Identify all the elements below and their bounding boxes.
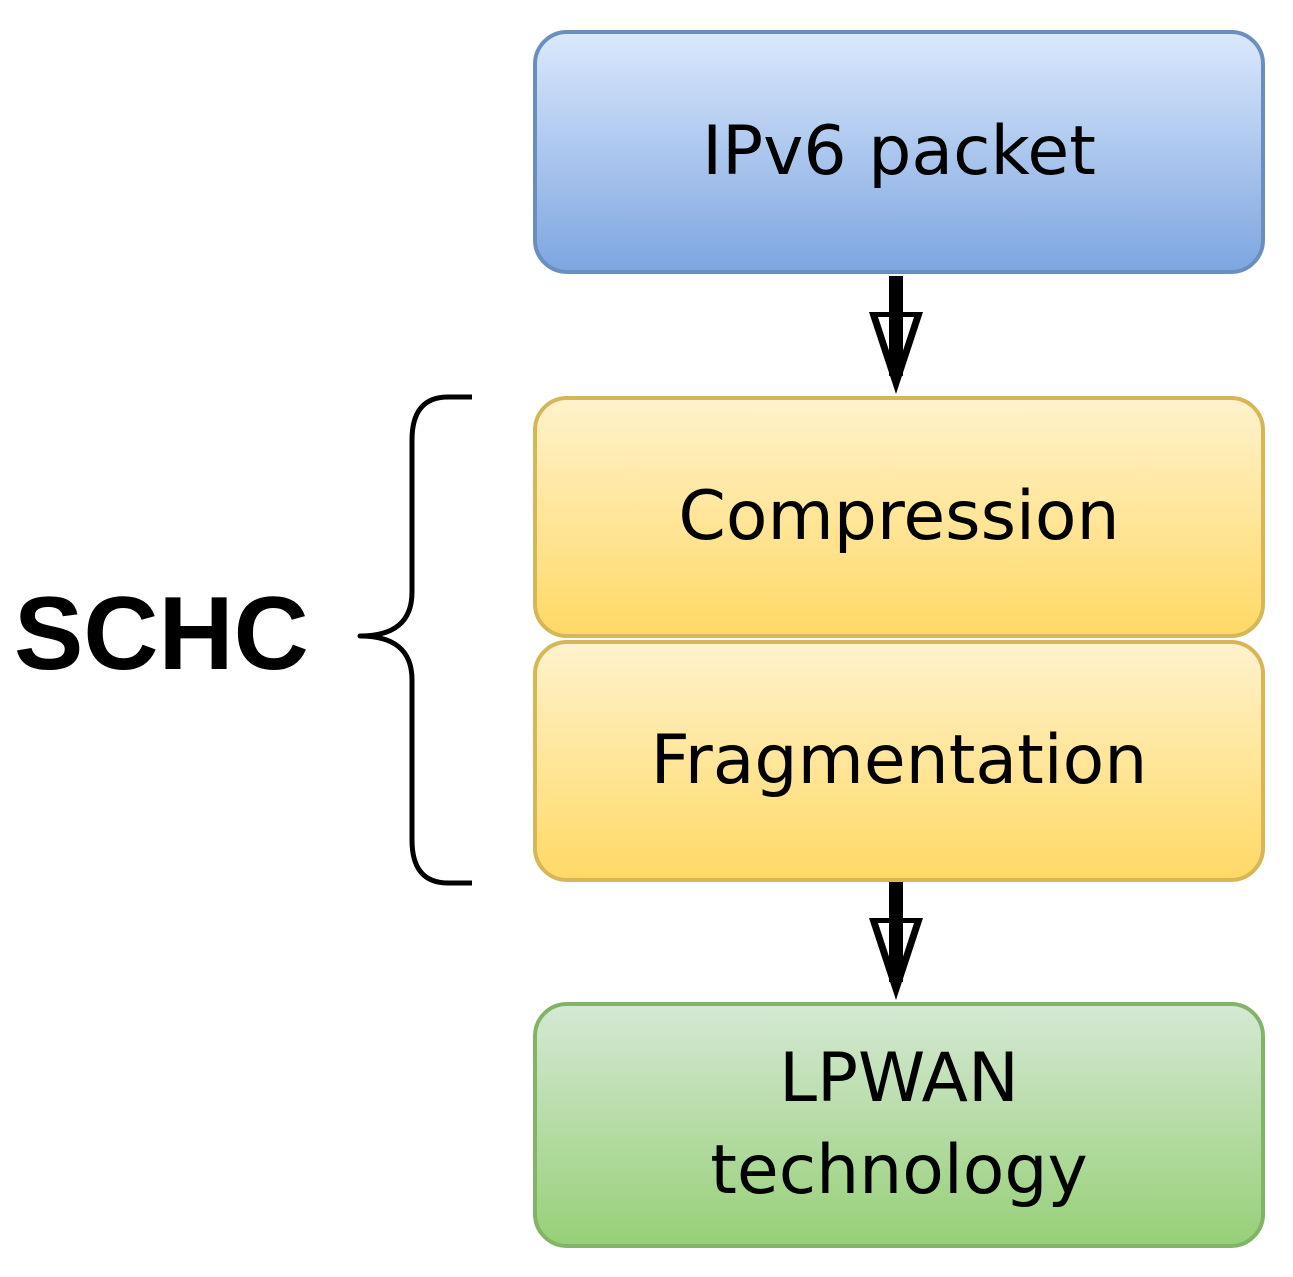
arrow-fragmentation-to-lpwan — [869, 882, 923, 1000]
node-label-line: Fragmentation — [650, 721, 1148, 800]
node-ipv6-packet: IPv6 packet — [533, 30, 1265, 274]
node-compression: Compression — [533, 396, 1265, 638]
node-label: IPv6 packet — [702, 118, 1096, 186]
group-label: SCHC — [14, 576, 309, 692]
node-label-line: Compression — [678, 477, 1120, 556]
node-label-line: IPv6 packet — [702, 112, 1096, 191]
group-brace — [357, 394, 472, 886]
node-label: Compression — [678, 483, 1119, 551]
node-lpwan-technology: LPWAN technology — [533, 1002, 1265, 1248]
node-label-line: LPWAN — [779, 1039, 1019, 1119]
node-label: Fragmentation — [651, 727, 1148, 795]
node-fragmentation: Fragmentation — [533, 640, 1265, 882]
arrow-ipv6-to-compression — [869, 276, 923, 394]
node-label: LPWAN technology — [710, 1033, 1088, 1217]
node-label-line: technology — [710, 1131, 1088, 1210]
